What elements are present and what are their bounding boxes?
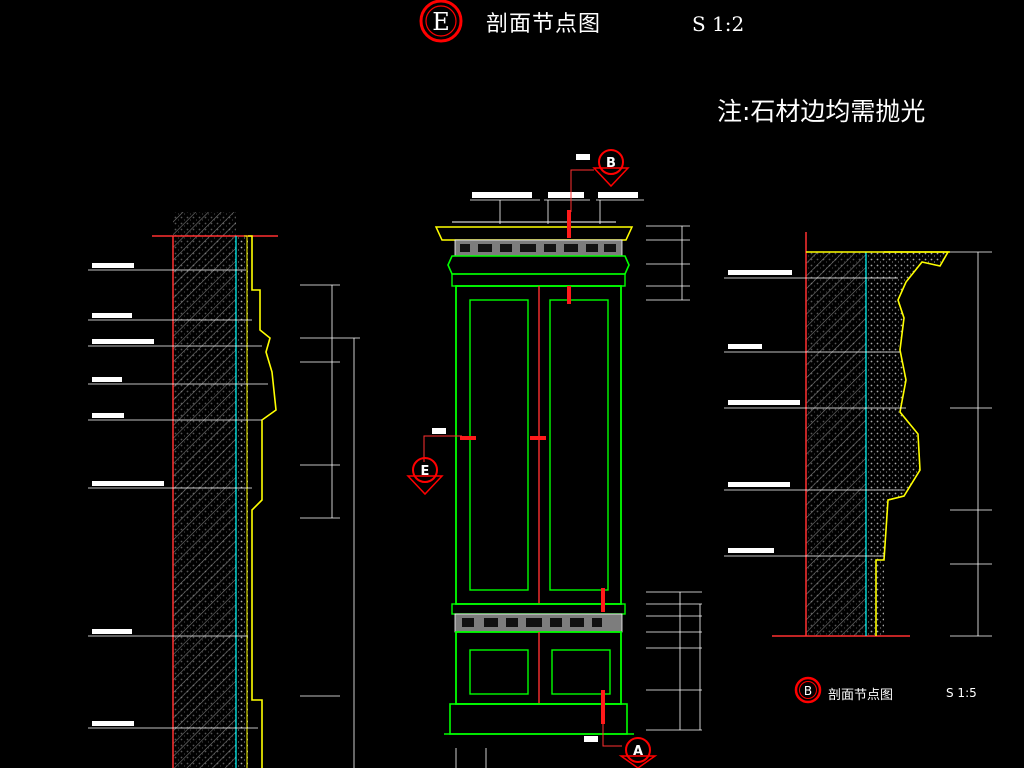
center-elevation xyxy=(423,154,702,768)
note-text: 注:石材边均需抛光 xyxy=(717,97,926,126)
callout-e-side: E xyxy=(406,457,444,496)
callout-e-side-letter: E xyxy=(421,464,430,479)
detail-b-scale: S 1:5 xyxy=(946,686,977,700)
title-scale: S 1:2 xyxy=(692,12,745,36)
title-marker: E xyxy=(419,0,463,43)
left-section xyxy=(88,212,360,768)
detail-b-marker-letter: B xyxy=(804,684,812,698)
callout-b-top-letter: B xyxy=(606,156,616,171)
detail-b-title: 剖面节点图 xyxy=(828,688,894,703)
page-title: 剖面节点图 xyxy=(486,12,602,37)
callout-b-top: B xyxy=(592,149,630,188)
right-section: B xyxy=(724,232,992,704)
callout-a-bottom: A xyxy=(618,737,658,768)
callout-a-bottom-letter: A xyxy=(633,744,643,759)
title-marker-letter: E xyxy=(432,8,450,36)
